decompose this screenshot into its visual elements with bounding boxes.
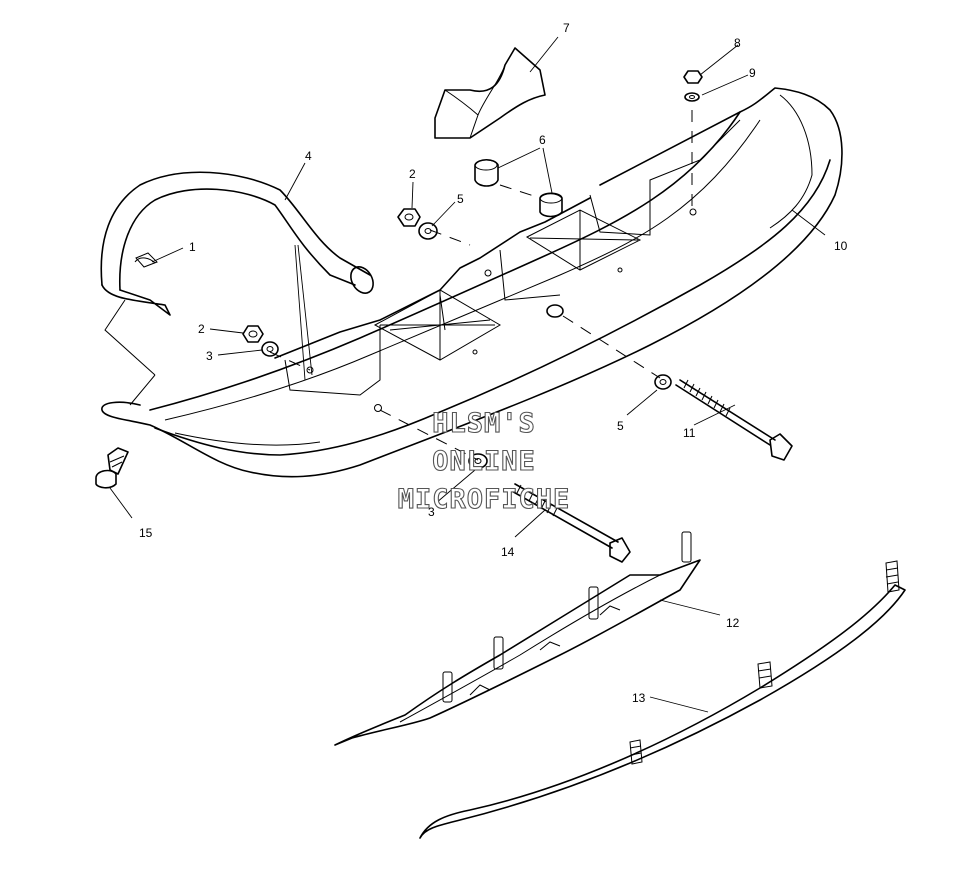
watermark: HLSM'S ONLINE MICROFICHE bbox=[397, 407, 571, 515]
leader-lines bbox=[109, 36, 826, 713]
callout-2-upper: 2 bbox=[409, 167, 416, 181]
part-stud-15 bbox=[95, 447, 129, 489]
callout-9: 9 bbox=[749, 66, 756, 80]
watermark-line-1: HLSM'S bbox=[432, 408, 536, 439]
callout-10: 10 bbox=[834, 239, 848, 253]
callout-3-left: 3 bbox=[206, 349, 213, 363]
callout-6: 6 bbox=[539, 133, 546, 147]
part-ski-loop-handle bbox=[100, 171, 374, 316]
callout-5-upper: 5 bbox=[457, 192, 464, 206]
part-wear-bar-12 bbox=[334, 531, 701, 746]
part-bumper-block bbox=[434, 47, 546, 139]
part-runner-13 bbox=[419, 560, 906, 839]
callout-4: 4 bbox=[305, 149, 312, 163]
callout-11: 11 bbox=[683, 426, 696, 440]
callout-13: 13 bbox=[632, 691, 646, 705]
part-hardware-nuts-washers bbox=[242, 70, 703, 469]
callout-14: 14 bbox=[501, 545, 515, 559]
callout-labels: 1 2 2 3 3 4 5 5 6 7 8 9 10 11 12 13 14 1… bbox=[139, 21, 848, 705]
watermark-line-2: ONLINE bbox=[432, 446, 536, 477]
part-bolt-11 bbox=[675, 379, 793, 461]
callout-3-center: 3 bbox=[428, 505, 435, 519]
callout-5-lower: 5 bbox=[617, 419, 624, 433]
callout-12: 12 bbox=[726, 616, 740, 630]
callout-7: 7 bbox=[563, 21, 570, 35]
callout-8: 8 bbox=[734, 36, 741, 50]
part-ski-body bbox=[101, 87, 843, 478]
assembly-lines bbox=[104, 110, 693, 461]
callout-1: 1 bbox=[189, 240, 196, 254]
watermark-line-3: MICROFICHE bbox=[398, 484, 571, 515]
part-bushings bbox=[474, 158, 563, 218]
callout-2-lower: 2 bbox=[198, 322, 205, 336]
part-bolt-14 bbox=[509, 483, 631, 563]
callout-15: 15 bbox=[139, 526, 153, 540]
